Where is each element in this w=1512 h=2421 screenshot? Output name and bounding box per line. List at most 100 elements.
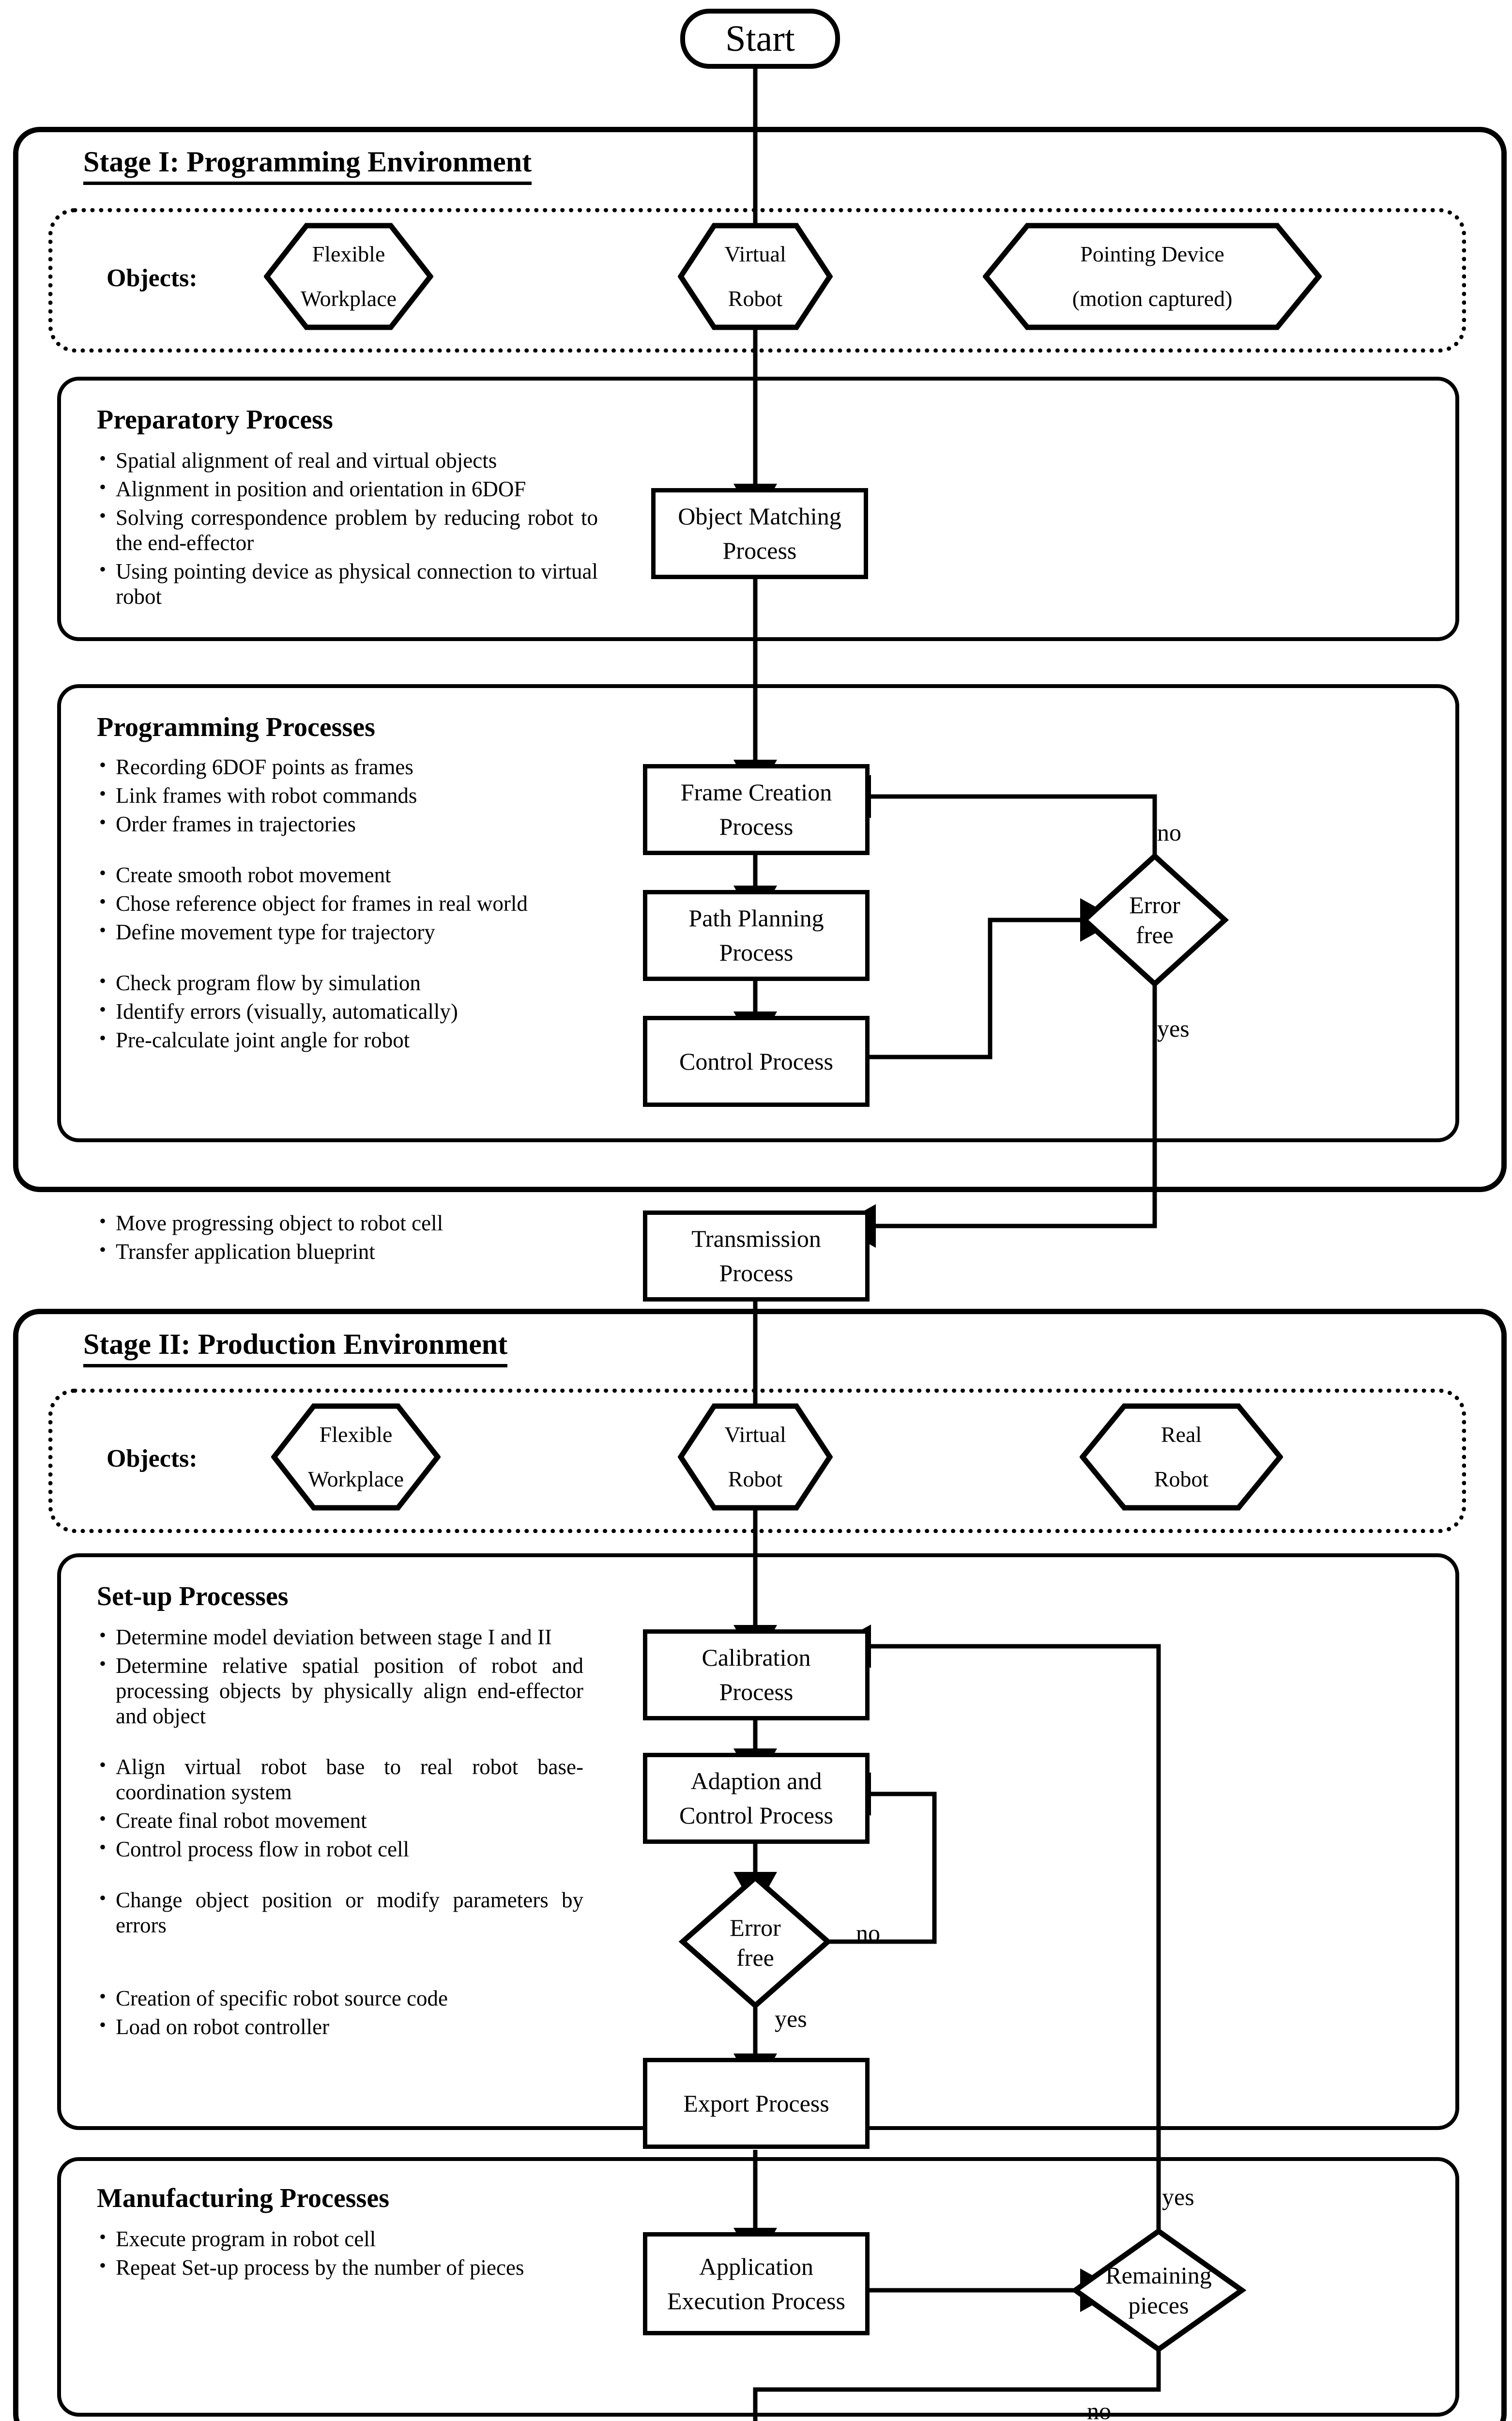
bullet-item: Change object position or modify paramet… xyxy=(99,1886,583,1938)
hex-line-1: Virtual xyxy=(724,1422,786,1447)
stage-1-objects-box xyxy=(48,208,1466,352)
bullet-item: Using pointing device as physical connec… xyxy=(99,558,598,609)
edge-label-no-manufacturing: no xyxy=(1087,2397,1111,2421)
decision-label-error-free-stage1: Error free xyxy=(1089,891,1220,949)
hex-line-2: Robot xyxy=(1154,1467,1209,1491)
bullet-item: Chose reference object for frames in rea… xyxy=(99,890,612,916)
preparatory-process-group xyxy=(57,377,1459,641)
decision-line-2: pieces xyxy=(1128,2292,1189,2319)
edge-label-yes-stage2: yes xyxy=(775,2005,807,2032)
box-line-2: Process xyxy=(719,1259,794,1287)
start-label: Start xyxy=(725,18,795,59)
programming-processes-group xyxy=(57,684,1459,1142)
process-box-object-matching: Object Matching Process xyxy=(651,488,868,579)
decision-line-1: Remaining xyxy=(1105,2261,1212,2289)
process-box-calibration: Calibration Process xyxy=(643,1629,870,1720)
edge-label-yes-stage1: yes xyxy=(1157,1015,1190,1042)
bullet-item: Define movement type for trajectory xyxy=(99,919,612,945)
bullet-item: Check program flow by simulation xyxy=(99,969,612,996)
hex-line-1: Flexible xyxy=(319,1422,393,1447)
process-box-control-process: Control Process xyxy=(643,1016,870,1107)
box-line-1: Calibration xyxy=(702,1644,811,1671)
box-line-1: Object Matching xyxy=(678,503,841,530)
hex-line-2: Workplace xyxy=(307,1467,404,1491)
manufacturing-processes-group xyxy=(57,2157,1459,2417)
object-hexagon-virtual-robot-2: Virtual Robot xyxy=(678,1403,833,1511)
process-box-application-execution: Application Execution Process xyxy=(643,2232,870,2335)
hex-line-2: Robot xyxy=(728,1467,783,1491)
stage-1-title: Stage I: Programming Environment xyxy=(83,145,532,185)
bullet-gap xyxy=(99,1732,583,1754)
stage-2-title: Stage II: Production Environment xyxy=(83,1328,508,1367)
bullet-item: Move progressing object to robot cell xyxy=(99,1210,583,1236)
programming-processes-title: Programming Processes xyxy=(97,712,375,742)
preparatory-process-bullets: Spatial alignment of real and virtual ob… xyxy=(99,447,598,613)
hex-line-2: Workplace xyxy=(300,286,397,311)
bullet-item: Creation of specific robot source code xyxy=(99,1985,583,2011)
stage-2-container xyxy=(13,1309,1507,2421)
box-line-1: Application xyxy=(699,2252,814,2280)
bullet-item: Load on robot controller xyxy=(99,2013,583,2039)
bullet-item: Spatial alignment of real and virtual ob… xyxy=(99,447,598,473)
bullet-item: Order frames in trajectories xyxy=(99,811,612,837)
bullet-gap xyxy=(99,1865,583,1887)
hex-line-1: Virtual xyxy=(724,242,786,266)
box-line-2: Process xyxy=(719,1678,794,1705)
decision-label-error-free-stage2: Error free xyxy=(690,1914,821,1972)
manufacturing-processes-title: Manufacturing Processes xyxy=(97,2183,389,2213)
stage-2-objects-box xyxy=(48,1389,1466,1533)
process-box-adaption-control: Adaption and Control Process xyxy=(643,1753,870,1844)
object-hexagon-flexible-workplace-2: Flexible Workplace xyxy=(271,1403,441,1511)
bullet-item: Alignment in position and orientation in… xyxy=(99,475,598,502)
programming-processes-bullets: Recording 6DOF points as frames Link fra… xyxy=(99,753,612,1056)
bullet-item: Pre-calculate joint angle for robot xyxy=(99,1027,612,1053)
bullet-item: Determine relative spatial position of r… xyxy=(99,1652,583,1729)
hex-line-2: Robot xyxy=(728,286,783,311)
manufacturing-processes-bullets: Execute program in robot cell Repeat Set… xyxy=(99,2225,612,2283)
process-box-frame-creation: Frame Creation Process xyxy=(643,764,870,855)
box-line-1: Transmission xyxy=(691,1225,821,1252)
process-box-path-planning: Path Planning Process xyxy=(643,890,870,981)
preparatory-process-title: Preparatory Process xyxy=(97,405,333,435)
decision-label-remaining-pieces: Remaining pieces xyxy=(1093,2261,1224,2319)
decision-line-2: free xyxy=(1136,921,1174,949)
object-hexagon-virtual-robot: Virtual Robot xyxy=(678,223,833,330)
object-hexagon-real-robot: Real Robot xyxy=(1080,1403,1283,1511)
edge-label-yes-manufacturing: yes xyxy=(1162,2183,1194,2210)
hex-line-2: (motion captured) xyxy=(1072,286,1233,311)
decision-line-1: Error xyxy=(1129,891,1180,919)
setup-processes-title: Set-up Processes xyxy=(97,1581,289,1611)
bullet-item: Solving correspondence problem by reduci… xyxy=(99,504,598,555)
bullet-item: Control process flow in robot cell xyxy=(99,1836,583,1862)
bullet-item: Create smooth robot movement xyxy=(99,861,612,888)
box-line-1: Export Process xyxy=(683,2089,829,2117)
bullet-gap xyxy=(99,1941,583,1963)
edge-label-no-stage1: no xyxy=(1157,819,1181,846)
bullet-gap xyxy=(99,948,612,970)
bullet-item: Link frames with robot commands xyxy=(99,782,612,808)
box-line-1: Path Planning xyxy=(688,904,824,932)
object-hexagon-pointing-device: Pointing Device (motion captured) xyxy=(983,223,1322,330)
hex-line-1: Real xyxy=(1161,1422,1202,1447)
bullet-item: Create final robot movement xyxy=(99,1807,583,1833)
process-box-export: Export Process xyxy=(643,2058,870,2149)
hex-line-1: Pointing Device xyxy=(1080,242,1224,266)
bullet-item: Transfer application blueprint xyxy=(99,1238,583,1264)
bullet-item: Align virtual robot base to real robot b… xyxy=(99,1753,583,1805)
bullet-item: Execute program in robot cell xyxy=(99,2225,612,2252)
stage-1-container xyxy=(13,127,1507,1192)
edge-label-no-stage2: no xyxy=(856,1919,880,1946)
bullet-gap xyxy=(99,1963,583,1986)
box-line-1: Adaption and xyxy=(690,1767,822,1794)
box-line-2: Process xyxy=(722,537,797,564)
bullet-item: Determine model deviation between stage … xyxy=(99,1624,583,1650)
setup-processes-bullets: Determine model deviation between stage … xyxy=(99,1624,583,2043)
box-line-2: Process xyxy=(719,813,794,840)
decision-line-1: Error xyxy=(730,1914,781,1941)
bullet-item: Identify errors (visually, automatically… xyxy=(99,998,612,1024)
decision-line-2: free xyxy=(736,1944,774,1971)
bullet-gap xyxy=(99,840,612,862)
process-box-transmission: Transmission Process xyxy=(643,1210,870,1302)
box-line-2: Process xyxy=(719,939,794,966)
